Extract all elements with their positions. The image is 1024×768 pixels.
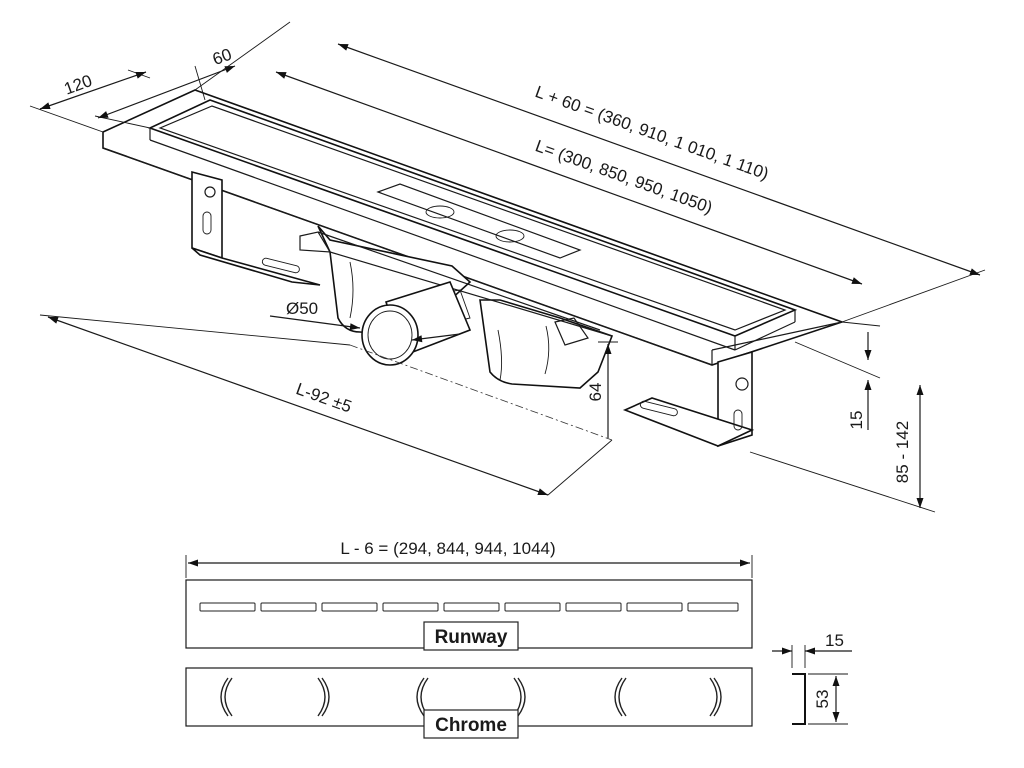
runway-label: Runway (435, 627, 508, 648)
dim-outlet-position: L-92 ±5 (294, 379, 355, 416)
grate-cross-section: 15 53 (772, 631, 852, 725)
dim-total-length: L + 60 = (360, 910, 1 010, 1 110) (533, 82, 772, 183)
right-mounting-bracket (622, 350, 755, 448)
dim-width-inner: 60 (210, 45, 234, 69)
dim-width-outer: 120 (62, 71, 95, 99)
dim-outlet-diameter: Ø50 (286, 299, 318, 318)
dim-grate-length: L - 6 = (294, 844, 944, 1044) (340, 539, 555, 558)
dim-outlet-height: 64 (586, 383, 605, 402)
runway-grate: Runway (185, 579, 753, 651)
chrome-grate: Chrome (185, 667, 753, 739)
dim-grate-width: 53 (813, 690, 832, 709)
chrome-pattern (220, 677, 722, 717)
left-mounting-bracket (191, 170, 321, 286)
dim-grate-thickness: 15 (825, 631, 844, 650)
dim-height-range: 85 - 142 (893, 421, 912, 483)
dim-flange-thickness: 15 (847, 411, 866, 430)
runway-slots (199, 602, 739, 612)
drain-channel-rim (147, 99, 798, 337)
grate-length-dimension: L - 6 = (294, 844, 944, 1044) (185, 539, 753, 578)
chrome-label: Chrome (435, 715, 507, 736)
